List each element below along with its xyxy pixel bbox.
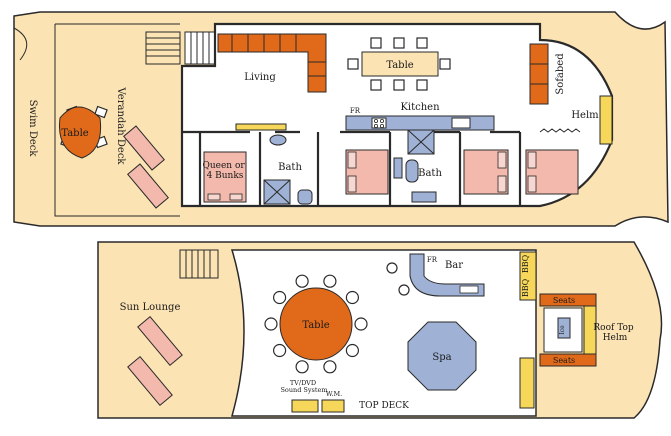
seats-bottom-label: Seats [553, 356, 575, 365]
toilet-1 [297, 189, 313, 205]
kitchen-counter [345, 115, 495, 155]
bbq-unit [519, 251, 537, 301]
top-deck-area [230, 249, 537, 417]
spa-label: Spa [432, 352, 451, 363]
top-table-chair [323, 274, 337, 288]
toilet-2 [405, 159, 419, 183]
top-deck: Sun Lounge Table FR Bar BBQ BBQ Ice Seat… [97, 241, 663, 419]
seats-top-label: Seats [553, 296, 575, 305]
bbq-label-2: BBQ [521, 278, 530, 297]
sound-system-label: TV/DVD Sound System [280, 379, 327, 394]
living-label: Living [244, 72, 276, 83]
ice-box [557, 317, 571, 339]
dining-table-label: Table [386, 60, 413, 71]
swim-deck-notch [13, 27, 28, 61]
verandah-lounger-2 [127, 163, 169, 209]
top-table-label: Table [302, 320, 329, 331]
living-sofa [217, 33, 327, 93]
swim-deck-label: Swim Deck [27, 100, 38, 158]
verandah-deck-label: Verandah Deck [115, 87, 126, 166]
ice-label: Ice [559, 325, 566, 335]
sun-lounger-2 [127, 356, 173, 406]
bar-counter [409, 253, 485, 297]
main-helm [599, 95, 613, 145]
tub-2 [393, 157, 403, 179]
spa [407, 321, 477, 391]
helm-wave [539, 128, 581, 133]
sound-system-unit [291, 399, 319, 413]
verandah-lounger-1 [123, 125, 165, 171]
queen-bunks-label: Queen or 4 Bunks [202, 161, 247, 181]
sofabed [529, 43, 549, 105]
kitchen-label: Kitchen [400, 102, 440, 113]
verandah-table-group: Table [58, 105, 108, 159]
top-table-chair [264, 317, 278, 331]
top-table-chair [273, 343, 287, 358]
side-bench [519, 357, 535, 409]
bath-1-label: Bath [278, 162, 302, 173]
top-table-chair [295, 360, 309, 374]
bar-label: Bar [445, 260, 463, 271]
top-table-chair [323, 360, 337, 374]
top-table-chair [345, 290, 359, 305]
main-deck: Table Swim Deck Verandah Deck Living Tab… [13, 11, 669, 227]
sun-lounge-label: Sun Lounge [120, 302, 181, 313]
top-table-chair [295, 274, 309, 288]
top-table-chair [354, 317, 368, 331]
top-deck-label: TOP DECK [359, 401, 409, 411]
top-stairs [179, 249, 219, 279]
verandah-rail [54, 23, 180, 217]
top-table-chair [273, 290, 287, 305]
wm-label: W.M. [326, 390, 342, 398]
top-table [279, 287, 353, 361]
main-stairs [145, 31, 216, 65]
top-table-chairs [264, 274, 368, 374]
roof-top-helm-label: Roof Top Helm [593, 323, 636, 343]
helm-label: Helm [571, 110, 599, 121]
basin-1 [269, 134, 287, 146]
bar-fridge-label: FR [427, 256, 438, 264]
fridge-label: FR [350, 107, 361, 115]
bath-2-label: Bath [418, 168, 442, 179]
bbq-label-1: BBQ [521, 254, 530, 273]
window-1 [235, 123, 287, 131]
top-table-chair [345, 343, 359, 358]
basin-2 [411, 191, 437, 203]
dining-table-group: Table [347, 37, 451, 91]
roof-helm-console [583, 305, 597, 355]
sun-lounger-1 [137, 316, 183, 366]
verandah-table-label: Table [61, 128, 88, 139]
interior-walls [182, 130, 522, 206]
wm-unit [321, 399, 345, 413]
sofabed-label: Sofabed [555, 53, 566, 95]
